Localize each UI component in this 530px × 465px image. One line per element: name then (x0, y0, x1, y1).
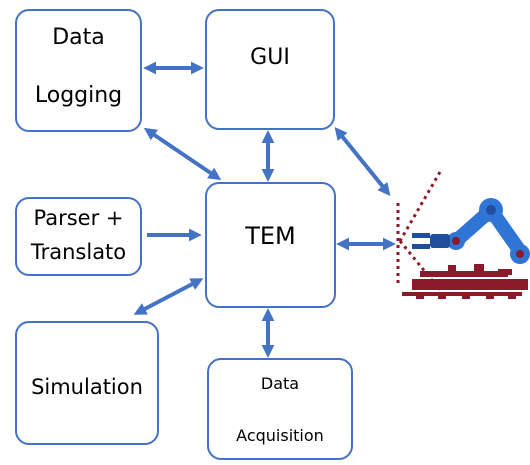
node-parser-translator: Parser + Translato (15, 197, 142, 276)
node-data-acquisition: Data Acquisition (207, 358, 353, 460)
node-simulation: Simulation (15, 321, 159, 445)
node-simulation-label: Simulation (31, 375, 143, 399)
node-data-acquisition-line2: Acquisition (236, 426, 324, 445)
node-gui-label: GUI (250, 45, 290, 70)
arrow-simulation-tem (133, 278, 204, 315)
node-data-logging-line1: Data (52, 25, 105, 50)
node-data-logging: Data Logging (15, 9, 142, 132)
node-parser-line2: Translato (30, 240, 127, 264)
node-data-logging-line2: Logging (34, 83, 123, 108)
robot-arm-icon (396, 171, 530, 299)
arrow-gui-robot (334, 127, 391, 196)
node-parser-line1: Parser + (33, 206, 124, 230)
arrow-logging-tem (143, 127, 222, 181)
node-tem-label: TEM (245, 222, 296, 250)
node-gui: GUI (205, 9, 335, 130)
node-tem: TEM (205, 182, 336, 308)
node-data-acquisition-line1: Data (260, 374, 300, 393)
